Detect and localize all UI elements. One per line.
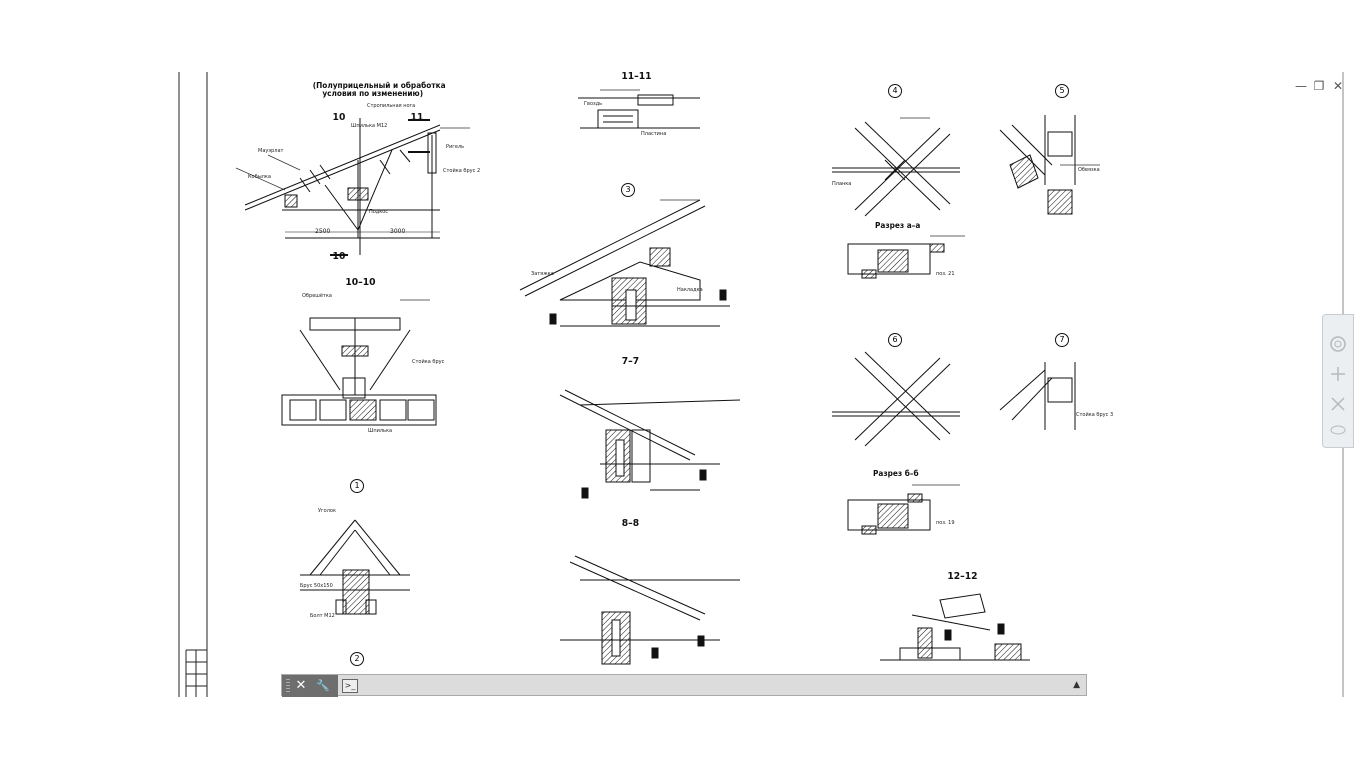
- annotation: Обвязка: [1078, 167, 1100, 173]
- pan-icon[interactable]: [1329, 365, 1347, 383]
- section-label-bb: Разрез б–б: [872, 469, 919, 478]
- command-input[interactable]: [362, 678, 1056, 695]
- annotation: Планка: [832, 181, 852, 187]
- command-prompt-icon[interactable]: >_: [342, 679, 358, 693]
- annotation: поз. 21: [936, 271, 955, 277]
- annotation: Подкос: [369, 209, 389, 215]
- dimension-label: 2500: [315, 228, 331, 235]
- section-label-8: 8–8: [621, 518, 640, 529]
- command-line-grip[interactable]: ✕ 🔧: [282, 675, 338, 697]
- drawing-title-line2: условия по изменению): [322, 89, 424, 98]
- annotation: Стойка брус 2: [443, 168, 481, 174]
- section-label-10: 10–10: [345, 277, 376, 288]
- section-mark-10-bottom: 10: [332, 251, 346, 262]
- detail-mark-4: 4: [888, 84, 902, 98]
- zoom-icon[interactable]: [1329, 395, 1347, 413]
- annotation: Гвоздь: [584, 101, 603, 107]
- detail-mark-5: 5: [1055, 84, 1069, 98]
- annotation: Ригель: [446, 144, 465, 150]
- section-label-11: 11–11: [621, 71, 652, 82]
- navigation-bar[interactable]: [1322, 314, 1354, 448]
- detail-mark-7: 7: [1055, 333, 1069, 347]
- detail-mark-3: 3: [621, 183, 635, 197]
- drag-handle-icon[interactable]: [286, 679, 290, 693]
- orbit-icon[interactable]: [1329, 421, 1347, 439]
- detail-mark-2: 2: [350, 652, 364, 666]
- command-history-button[interactable]: ▲: [1073, 680, 1080, 690]
- section-mark-11: 11: [410, 112, 424, 123]
- section-label-7: 7–7: [621, 356, 640, 367]
- detail-mark-6: 6: [888, 333, 902, 347]
- annotation: Пластина: [641, 131, 667, 137]
- detail-mark-1: 1: [350, 479, 364, 493]
- annotation: Обрешётка: [302, 293, 332, 299]
- command-line-close-button[interactable]: ✕: [295, 678, 307, 693]
- command-line-settings-button[interactable]: 🔧: [316, 679, 330, 692]
- annotation: поз. 19: [936, 520, 955, 526]
- annotation: Стойка брус 3: [1076, 412, 1114, 418]
- annotation: Стойка брус: [412, 359, 445, 365]
- annotation: Шпилька М12: [351, 123, 388, 129]
- annotation: Накладка: [677, 287, 703, 293]
- section-label-12: 12–12: [947, 571, 978, 582]
- section-label-aa: Разрез а–а: [874, 221, 921, 230]
- annotation: Уголок: [318, 508, 337, 514]
- annotation: Брус 50х150: [300, 583, 333, 589]
- steering-wheel-icon[interactable]: [1329, 335, 1347, 353]
- annotation: Стропильная нога: [367, 103, 416, 109]
- annotation: Мауэрлат: [258, 148, 284, 154]
- command-line[interactable]: ✕ 🔧 >_ ▲: [281, 674, 1087, 697]
- annotation: Шпилька: [368, 428, 393, 434]
- section-mark-10-top: 10: [332, 112, 346, 123]
- annotation: Затяжка: [531, 271, 554, 277]
- dimension-label: 3000: [390, 228, 406, 235]
- drawing-title-line1: (Полуприцельный и обработка: [312, 81, 446, 90]
- annotation: Болт М12: [310, 613, 335, 619]
- annotation: Кобылка: [248, 174, 271, 180]
- minimize-button[interactable]: —: [1295, 79, 1307, 93]
- restore-button[interactable]: ❐: [1313, 79, 1325, 93]
- close-button[interactable]: ✕: [1332, 79, 1344, 93]
